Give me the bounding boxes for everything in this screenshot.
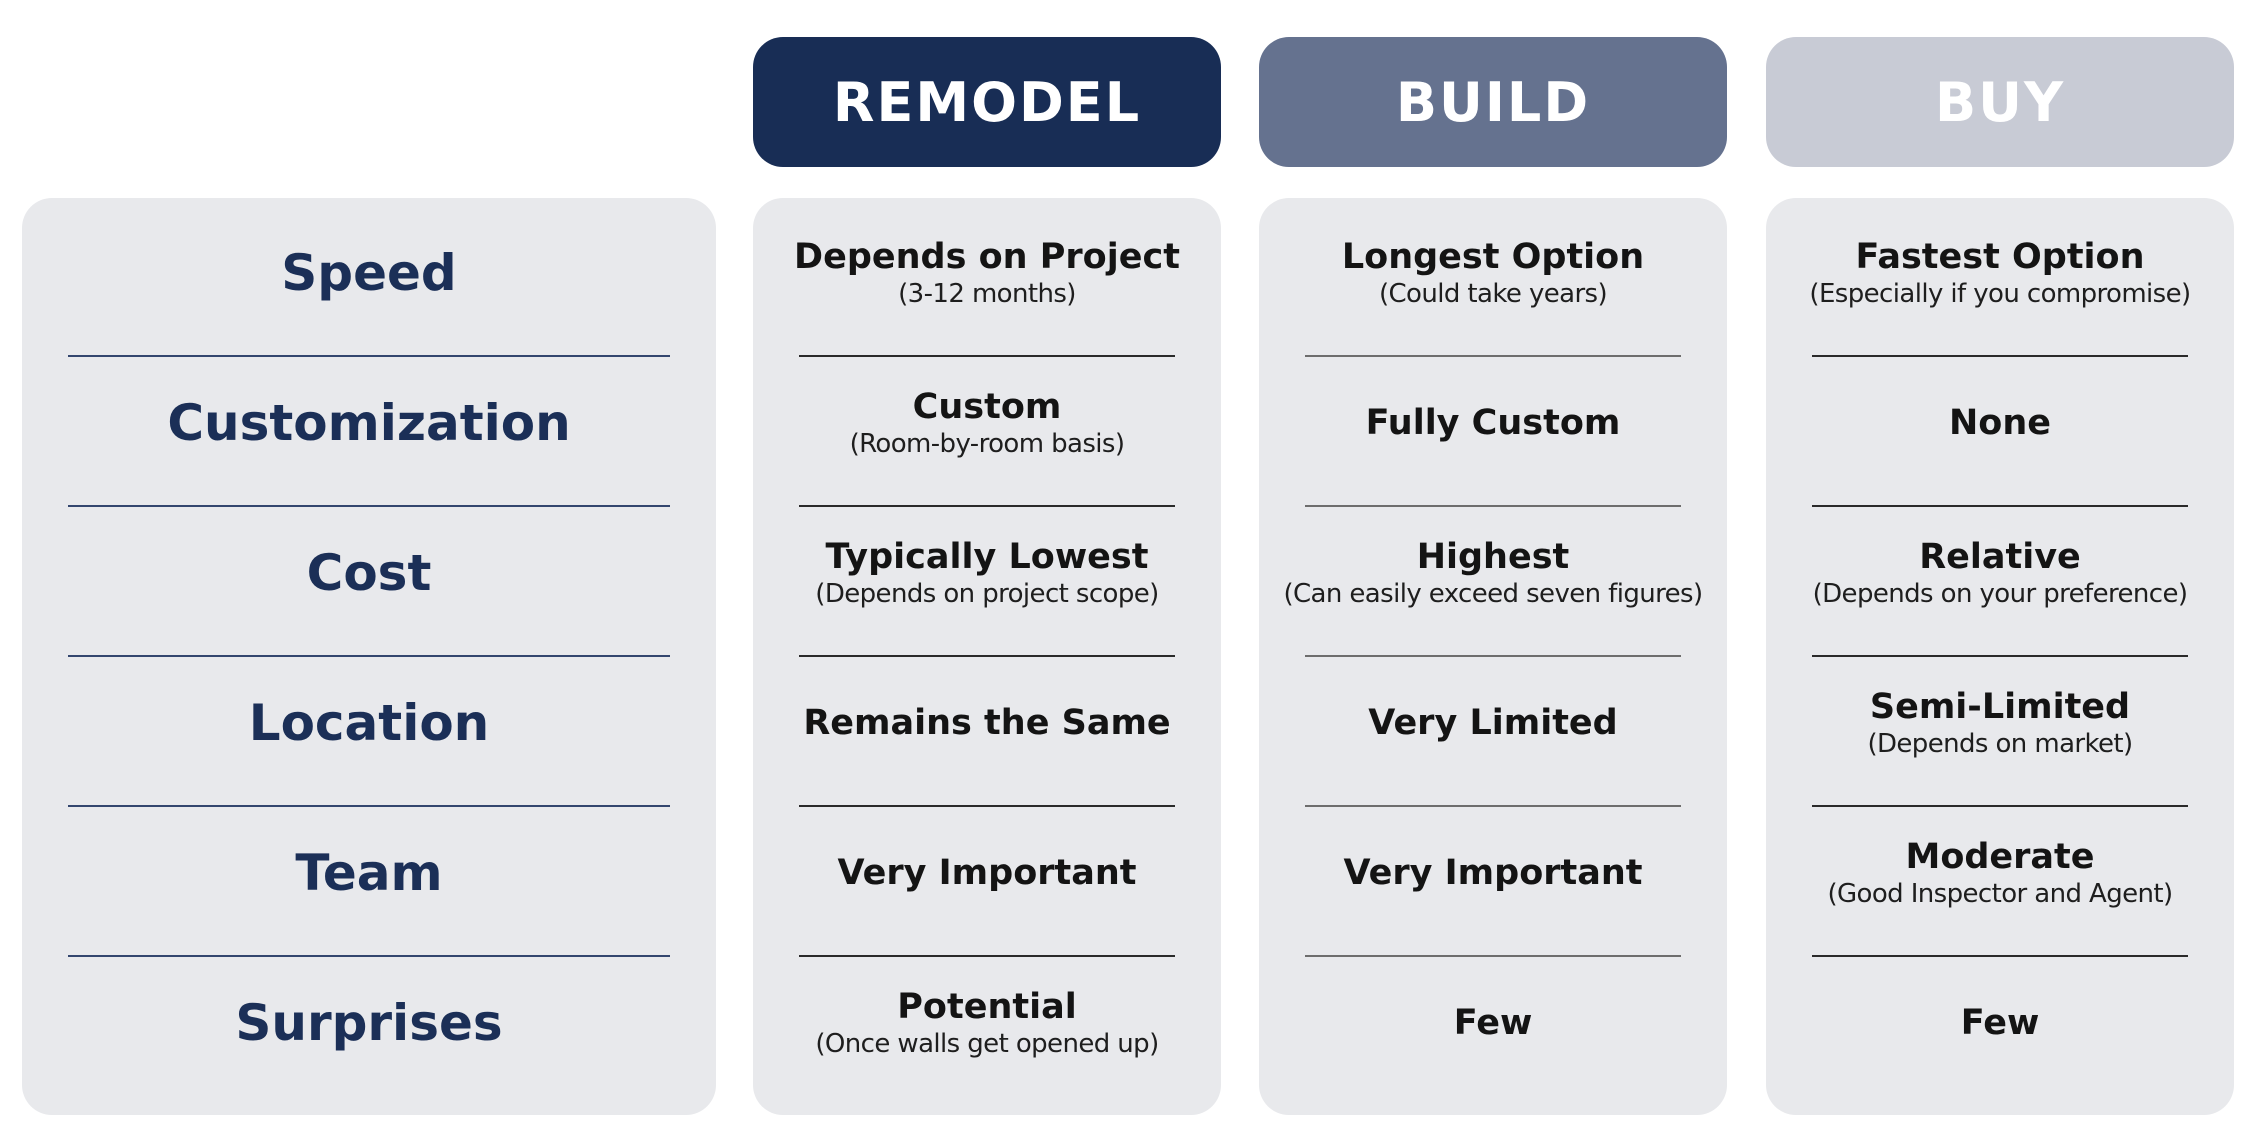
- row-label-cell: Surprises: [22, 948, 716, 1098]
- cell-main: Fastest Option: [1855, 237, 2145, 277]
- cell-main: Relative: [1919, 537, 2081, 577]
- cell-sub: (Depends on project scope): [815, 579, 1159, 609]
- header-buy: BUY: [1766, 37, 2234, 167]
- divider: [68, 955, 670, 957]
- divider: [1812, 955, 2188, 957]
- cell-main: Typically Lowest: [825, 537, 1149, 577]
- cell-main: Few: [1960, 1003, 2040, 1043]
- cell-main: None: [1949, 403, 2051, 443]
- cell-main: Very Important: [1343, 853, 1643, 893]
- buy-cost-cell: Relative (Depends on your preference): [1766, 498, 2234, 648]
- cell-sub: (Could take years): [1378, 279, 1608, 309]
- build-cost-cell: Highest (Can easily exceed seven figures…: [1259, 498, 1727, 648]
- cell-main: Moderate: [1905, 837, 2095, 877]
- cell-sub: (Good Inspector and Agent): [1827, 879, 2173, 909]
- buy-panel: Fastest Option (Especially if you compro…: [1766, 198, 2234, 1115]
- cell-sub: (Especially if you compromise): [1809, 279, 2191, 309]
- header-remodel: REMODEL: [753, 37, 1221, 167]
- cell-sub: (Depends on market): [1867, 729, 2133, 759]
- remodel-panel: Depends on Project (3-12 months) Custom …: [753, 198, 1221, 1115]
- cell-sub: (Once walls get opened up): [815, 1029, 1159, 1059]
- build-customization-cell: Fully Custom: [1259, 348, 1727, 498]
- divider: [799, 805, 1175, 807]
- cell-main: Very Limited: [1368, 703, 1618, 743]
- buy-team-cell: Moderate (Good Inspector and Agent): [1766, 798, 2234, 948]
- divider: [1812, 355, 2188, 357]
- remodel-speed-cell: Depends on Project (3-12 months): [753, 198, 1221, 348]
- divider: [1812, 505, 2188, 507]
- remodel-team-cell: Very Important: [753, 798, 1221, 948]
- cell-sub: (Can easily exceed seven figures): [1283, 579, 1703, 609]
- cell-main: Potential: [897, 987, 1077, 1027]
- cell-sub: (Depends on your preference): [1812, 579, 2188, 609]
- build-location-cell: Very Limited: [1259, 648, 1727, 798]
- divider: [1812, 655, 2188, 657]
- divider: [68, 655, 670, 657]
- row-label-speed: Speed: [281, 244, 457, 302]
- cell-sub: (3-12 months): [898, 279, 1076, 309]
- row-label-cell: Customization: [22, 348, 716, 498]
- divider: [1305, 655, 1681, 657]
- divider: [799, 355, 1175, 357]
- cell-main: Longest Option: [1341, 237, 1645, 277]
- cell-main: Remains the Same: [803, 703, 1171, 743]
- buy-location-cell: Semi-Limited (Depends on market): [1766, 648, 2234, 798]
- buy-speed-cell: Fastest Option (Especially if you compro…: [1766, 198, 2234, 348]
- row-labels-panel: Speed Customization Cost Location Team S…: [22, 198, 716, 1115]
- row-label-surprises: Surprises: [235, 994, 503, 1052]
- cell-main: Semi-Limited: [1869, 687, 2131, 727]
- remodel-customization-cell: Custom (Room-by-room basis): [753, 348, 1221, 498]
- divider: [1305, 505, 1681, 507]
- divider: [68, 805, 670, 807]
- cell-main: Fully Custom: [1365, 403, 1621, 443]
- row-label-customization: Customization: [167, 394, 571, 452]
- divider: [1812, 805, 2188, 807]
- header-build: BUILD: [1259, 37, 1727, 167]
- cell-main: Depends on Project: [794, 237, 1180, 277]
- divider: [799, 505, 1175, 507]
- row-label-cost: Cost: [306, 544, 432, 602]
- divider: [799, 955, 1175, 957]
- buy-customization-cell: None: [1766, 348, 2234, 498]
- divider: [1305, 805, 1681, 807]
- divider: [799, 655, 1175, 657]
- divider: [1305, 955, 1681, 957]
- cell-sub: (Room-by-room basis): [849, 429, 1125, 459]
- row-label-cell: Cost: [22, 498, 716, 648]
- divider: [1305, 355, 1681, 357]
- cell-main: Highest: [1416, 537, 1570, 577]
- cell-main: Few: [1453, 1003, 1533, 1043]
- build-panel: Longest Option (Could take years) Fully …: [1259, 198, 1727, 1115]
- build-speed-cell: Longest Option (Could take years): [1259, 198, 1727, 348]
- row-label-cell: Speed: [22, 198, 716, 348]
- divider: [68, 355, 670, 357]
- divider: [68, 505, 670, 507]
- cell-main: Very Important: [837, 853, 1137, 893]
- row-label-team: Team: [295, 844, 443, 902]
- build-team-cell: Very Important: [1259, 798, 1727, 948]
- build-surprises-cell: Few: [1259, 948, 1727, 1098]
- row-label-location: Location: [248, 694, 490, 752]
- remodel-surprises-cell: Potential (Once walls get opened up): [753, 948, 1221, 1098]
- remodel-location-cell: Remains the Same: [753, 648, 1221, 798]
- row-label-cell: Team: [22, 798, 716, 948]
- row-label-cell: Location: [22, 648, 716, 798]
- buy-surprises-cell: Few: [1766, 948, 2234, 1098]
- remodel-cost-cell: Typically Lowest (Depends on project sco…: [753, 498, 1221, 648]
- cell-main: Custom: [912, 387, 1062, 427]
